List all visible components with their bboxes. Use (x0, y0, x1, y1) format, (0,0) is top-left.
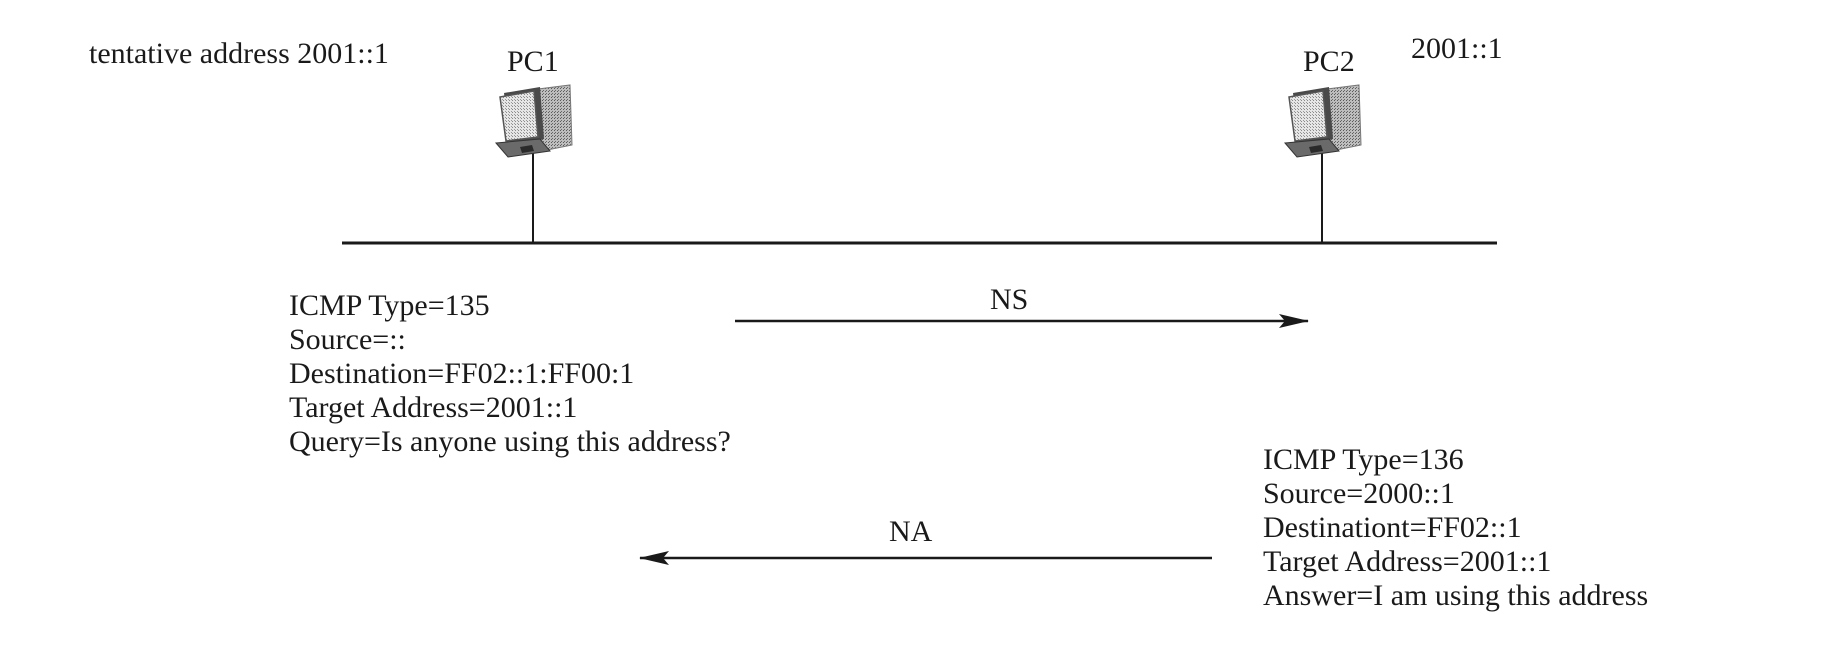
na-destination: Destinationt=FF02::1 (1263, 511, 1522, 544)
pc1-computer-icon (494, 84, 573, 158)
na-message-details: ICMP Type=136 Source=2000::1 Destination… (1263, 443, 1648, 613)
na-source: Source=2000::1 (1263, 477, 1455, 510)
ns-target-address: Target Address=2001::1 (289, 391, 578, 424)
pc1-name-label: PC1 (507, 45, 559, 78)
ns-arrow-label: NS (990, 283, 1029, 316)
ns-icmp-type: ICMP Type=135 (289, 289, 490, 322)
pc1-address-label: tentative address 2001::1 (89, 37, 389, 70)
ns-message-details: ICMP Type=135 Source=:: Destination=FF02… (289, 289, 731, 459)
ns-source: Source=:: (289, 323, 406, 356)
ns-query: Query=Is anyone using this address? (289, 425, 731, 458)
pc2-address-label: 2001::1 (1411, 32, 1503, 65)
na-answer: Answer=I am using this address (1263, 579, 1649, 612)
na-arrow-label: NA (889, 515, 933, 548)
pc2-computer-icon (1283, 84, 1362, 158)
na-target-address: Target Address=2001::1 (1263, 545, 1552, 578)
pc2-name-label: PC2 (1303, 45, 1355, 78)
na-icmp-type: ICMP Type=136 (1263, 443, 1464, 476)
ns-destination: Destination=FF02::1:FF00:1 (289, 357, 635, 390)
